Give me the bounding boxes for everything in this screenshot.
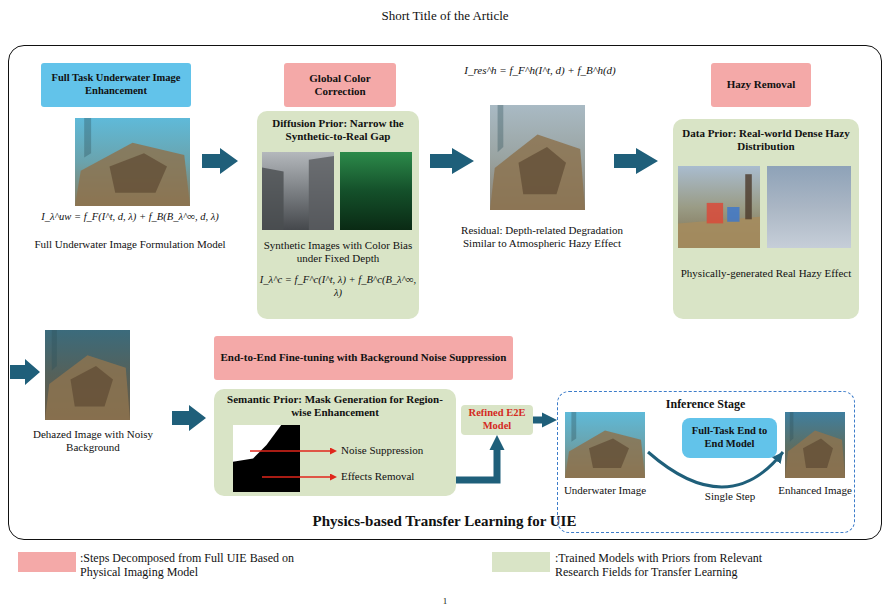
node-text: Physics-based Transfer Learning for UIE <box>9 512 880 530</box>
prior-box: Diffusion Prior: Narrow the Synthetic-to… <box>257 111 419 319</box>
prior-box: Data Prior: Real-world Dense Hazy Distri… <box>673 119 859 319</box>
node-text: Inference Stage <box>558 397 853 411</box>
flow-connector <box>456 450 497 480</box>
node-text: Effects Removal <box>341 470 453 483</box>
node-text: Refined E2E Model <box>461 405 533 435</box>
node-text: Noise Suppression <box>341 444 453 457</box>
node-text: Full-Task End to End Model <box>682 418 777 458</box>
annotation-label: Residual: Depth-related Degradation Simi… <box>452 224 632 250</box>
node-text: Hazy Removal <box>711 63 811 107</box>
annotation-label: Underwater Image <box>560 484 650 497</box>
annotation-label: I_λ^uw = f_F(I^t, d, λ) + f_B(B_λ^∞, d, … <box>12 211 248 224</box>
legend-text: :Trained Models with Priors from Relevan… <box>555 551 803 579</box>
flow-arrow <box>202 148 238 174</box>
node-text: Physically-generated Real Hazy Effect <box>679 267 853 280</box>
flow-arrow <box>430 148 474 174</box>
photo-thumbnail <box>262 152 334 230</box>
photo-thumbnail <box>767 166 851 248</box>
legend-swatch <box>18 552 76 572</box>
stage-box: Inference StageFull-Task End to End Mode… <box>557 391 855 533</box>
legend-text: :Steps Decomposed from Full UIE Based on… <box>80 551 318 579</box>
photo-thumbnail <box>565 412 645 478</box>
photo-thumbnail <box>678 166 760 248</box>
photo-thumbnail <box>233 425 300 492</box>
node-text: End-to-End Fine-tuning with Background N… <box>214 336 513 380</box>
model-box: Refined E2E Model <box>461 405 533 435</box>
frame-box: Physics-based Transfer Learning for UIE F… <box>8 45 882 540</box>
legend-swatch <box>492 552 550 572</box>
node-text: I_λ^c = f_F^c(I^t, λ) + f_B^c(B_λ^∞, λ) <box>259 274 417 299</box>
flow-arrow <box>614 148 658 174</box>
node-text: Synthetic Images with Color Bias under F… <box>261 239 415 265</box>
photo-thumbnail <box>785 412 845 478</box>
annotation-label: Full Underwater Image Formulation Model <box>30 238 230 251</box>
step-box: Global Color Correction <box>284 63 396 107</box>
step-box: Hazy Removal <box>711 63 811 107</box>
photo-thumbnail <box>340 152 412 230</box>
annotation-label: Short Title of the Article <box>245 8 645 24</box>
flow-arrow <box>172 405 206 431</box>
node-text: Data Prior: Real-world Dense Hazy Distri… <box>679 127 853 153</box>
annotation-label: Single Step <box>688 490 772 503</box>
pointer-arrow <box>250 450 330 452</box>
pointer-arrow <box>262 476 330 478</box>
node-text: Full Task Underwater Image Enhancement <box>41 63 191 107</box>
task-box: Full Task Underwater Image Enhancement <box>41 63 191 107</box>
prior-box: Semantic Prior: Mask Generation for Regi… <box>214 389 456 496</box>
photo-thumbnail <box>45 330 130 420</box>
node-text: Diffusion Prior: Narrow the Synthetic-to… <box>261 117 415 143</box>
step-box: End-to-End Fine-tuning with Background N… <box>214 336 513 380</box>
node-text: Semantic Prior: Mask Generation for Regi… <box>218 393 452 419</box>
annotation-label: I_res^h = f_F^h(I^t, d) + f_B^h(d) <box>415 64 665 77</box>
curved-arrow <box>648 452 783 487</box>
photo-thumbnail <box>75 118 190 206</box>
annotation-label: Enhanced Image <box>776 484 854 497</box>
node-text: Global Color Correction <box>284 63 396 107</box>
annotation-label: Dehazed Image with Noisy Background <box>28 428 158 454</box>
model-box: Full-Task End to End Model <box>682 418 777 458</box>
flow-connector <box>533 417 542 424</box>
annotation-label: 1 <box>435 596 455 607</box>
flow-arrow <box>10 359 40 385</box>
photo-thumbnail <box>490 105 585 210</box>
